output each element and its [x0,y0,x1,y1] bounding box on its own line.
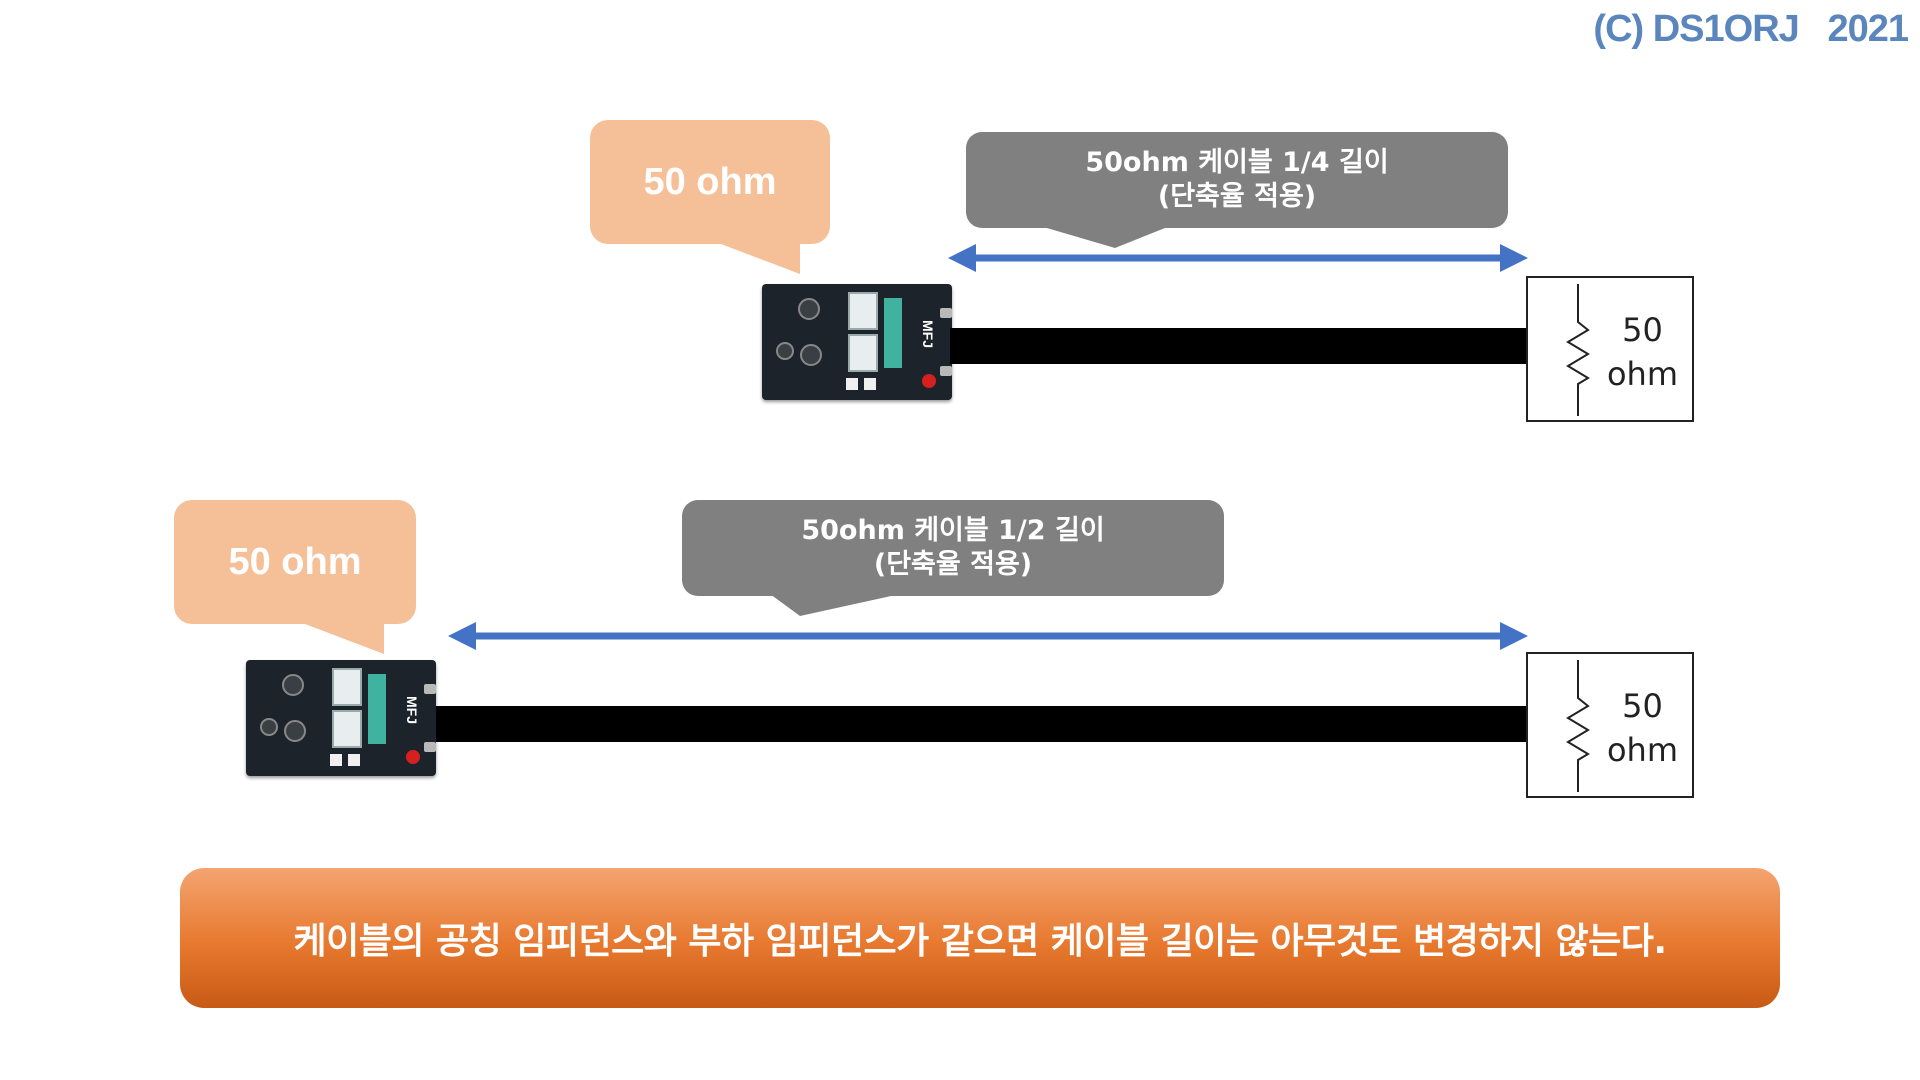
resistor-icon [1566,660,1590,792]
load-value: 50 [1622,687,1663,725]
source-impedance-bubble: 50 ohm [590,120,830,244]
antenna-analyzer-device: MFJ [246,660,436,776]
cable-bubble-tail [1040,226,1170,248]
load-resistor-box: 50 ohm [1526,652,1694,798]
cable-length-line2: (단축율 적용) [873,549,1033,580]
load-unit: ohm [1606,731,1678,769]
coax-cable [950,328,1528,364]
resistor-icon [1566,284,1590,416]
source-impedance-label: 50 ohm [643,160,777,203]
device-logo: MFJ [920,320,936,348]
conclusion-banner: 케이블의 공칭 임피던스와 부하 임피던스가 같으면 케이블 길이는 아무것도 … [180,868,1780,1008]
source-impedance-label: 50 ohm [228,540,362,583]
cable-length-line1: 50ohm 케이블 1/4 길이 [1085,147,1389,178]
source-bubble-tail [700,236,800,274]
antenna-analyzer-device: MFJ [762,284,952,400]
coax-cable [436,706,1528,742]
cable-length-line1: 50ohm 케이블 1/2 길이 [801,515,1105,546]
copyright-text: (C) DS1ORJ 2021 [1593,8,1909,50]
cable-length-bubble: 50ohm 케이블 1/4 길이 (단축율 적용) [966,132,1508,228]
cable-length-bubble: 50ohm 케이블 1/2 길이 (단축율 적용) [682,500,1224,596]
source-impedance-bubble: 50 ohm [174,500,416,624]
load-resistor-box: 50 ohm [1526,276,1694,422]
diagram-quarter-wave: 50 ohm 50ohm 케이블 1/4 길이 (단축율 적용) MFJ [0,0,1920,440]
diagram-half-wave: 50 ohm 50ohm 케이블 1/2 길이 (단축율 적용) MFJ [0,480,1920,820]
conclusion-text: 케이블의 공칭 임피던스와 부하 임피던스가 같으면 케이블 길이는 아무것도 … [293,921,1667,962]
load-unit: ohm [1606,355,1678,393]
cable-bubble-tail [770,594,900,616]
device-logo: MFJ [404,696,420,724]
length-dimension-arrow [448,622,1528,650]
load-impedance-label: 50 ohm [1607,308,1678,396]
load-value: 50 [1622,311,1663,349]
load-impedance-label: 50 ohm [1607,684,1678,772]
cable-length-line2: (단축율 적용) [1157,181,1317,212]
source-bubble-tail [284,616,384,654]
length-dimension-arrow [948,244,1528,272]
